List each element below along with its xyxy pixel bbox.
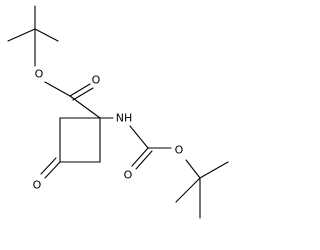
- bond-tbu1-quaternary-to-methyl-right: [34, 28, 59, 42]
- bond-nitrogen-to-carbamate-carbon: [129, 125, 149, 149]
- bond-tbu2-quaternary-to-methyl-right: [199, 161, 229, 179]
- carbamate-carbonyl-oxygen-label: O: [124, 169, 133, 182]
- bond-carbonyl-carbon-to-ring-carbon: [69, 95, 101, 119]
- carbamate-ether-oxygen-label: O: [175, 144, 184, 157]
- bond-tbu1-quaternary-to-methyl-left: [7, 28, 36, 42]
- ketone-group: [40, 157, 61, 179]
- bond-ester-oxygen-to-carbonyl-carbon: [44, 81, 71, 97]
- bond-ketone-b: [40, 157, 57, 175]
- bond-carbamate-carbon-to-oxygen-b: [135, 150, 153, 170]
- ester-oxygen-label: O: [35, 68, 44, 81]
- ester-tert-butyl-group: [7, 5, 59, 67]
- amine-nh-label: NH: [116, 112, 133, 125]
- cyclobutane-ring: [59, 117, 101, 163]
- bond-tbu2-quaternary-to-methyl-left: [175, 177, 201, 203]
- ketone-oxygen-label: O: [33, 179, 42, 192]
- bond-ether-oxygen-to-quaternary: [185, 159, 201, 179]
- bond-ketone-a: [44, 161, 61, 179]
- carbamate-group: [99, 117, 172, 170]
- ester-group: [44, 81, 101, 119]
- molecule-structure: O O NH O O O: [7, 5, 229, 219]
- ester-carbonyl-oxygen-label: O: [92, 74, 101, 87]
- bond-carbamate-carbon-to-oxygen-a: [131, 147, 149, 167]
- bond-carbonyl-carbon-to-oxygen-a: [69, 83, 91, 97]
- bond-carbonyl-carbon-to-oxygen-b: [72, 87, 94, 101]
- carbamate-tert-butyl-group: [175, 159, 229, 219]
